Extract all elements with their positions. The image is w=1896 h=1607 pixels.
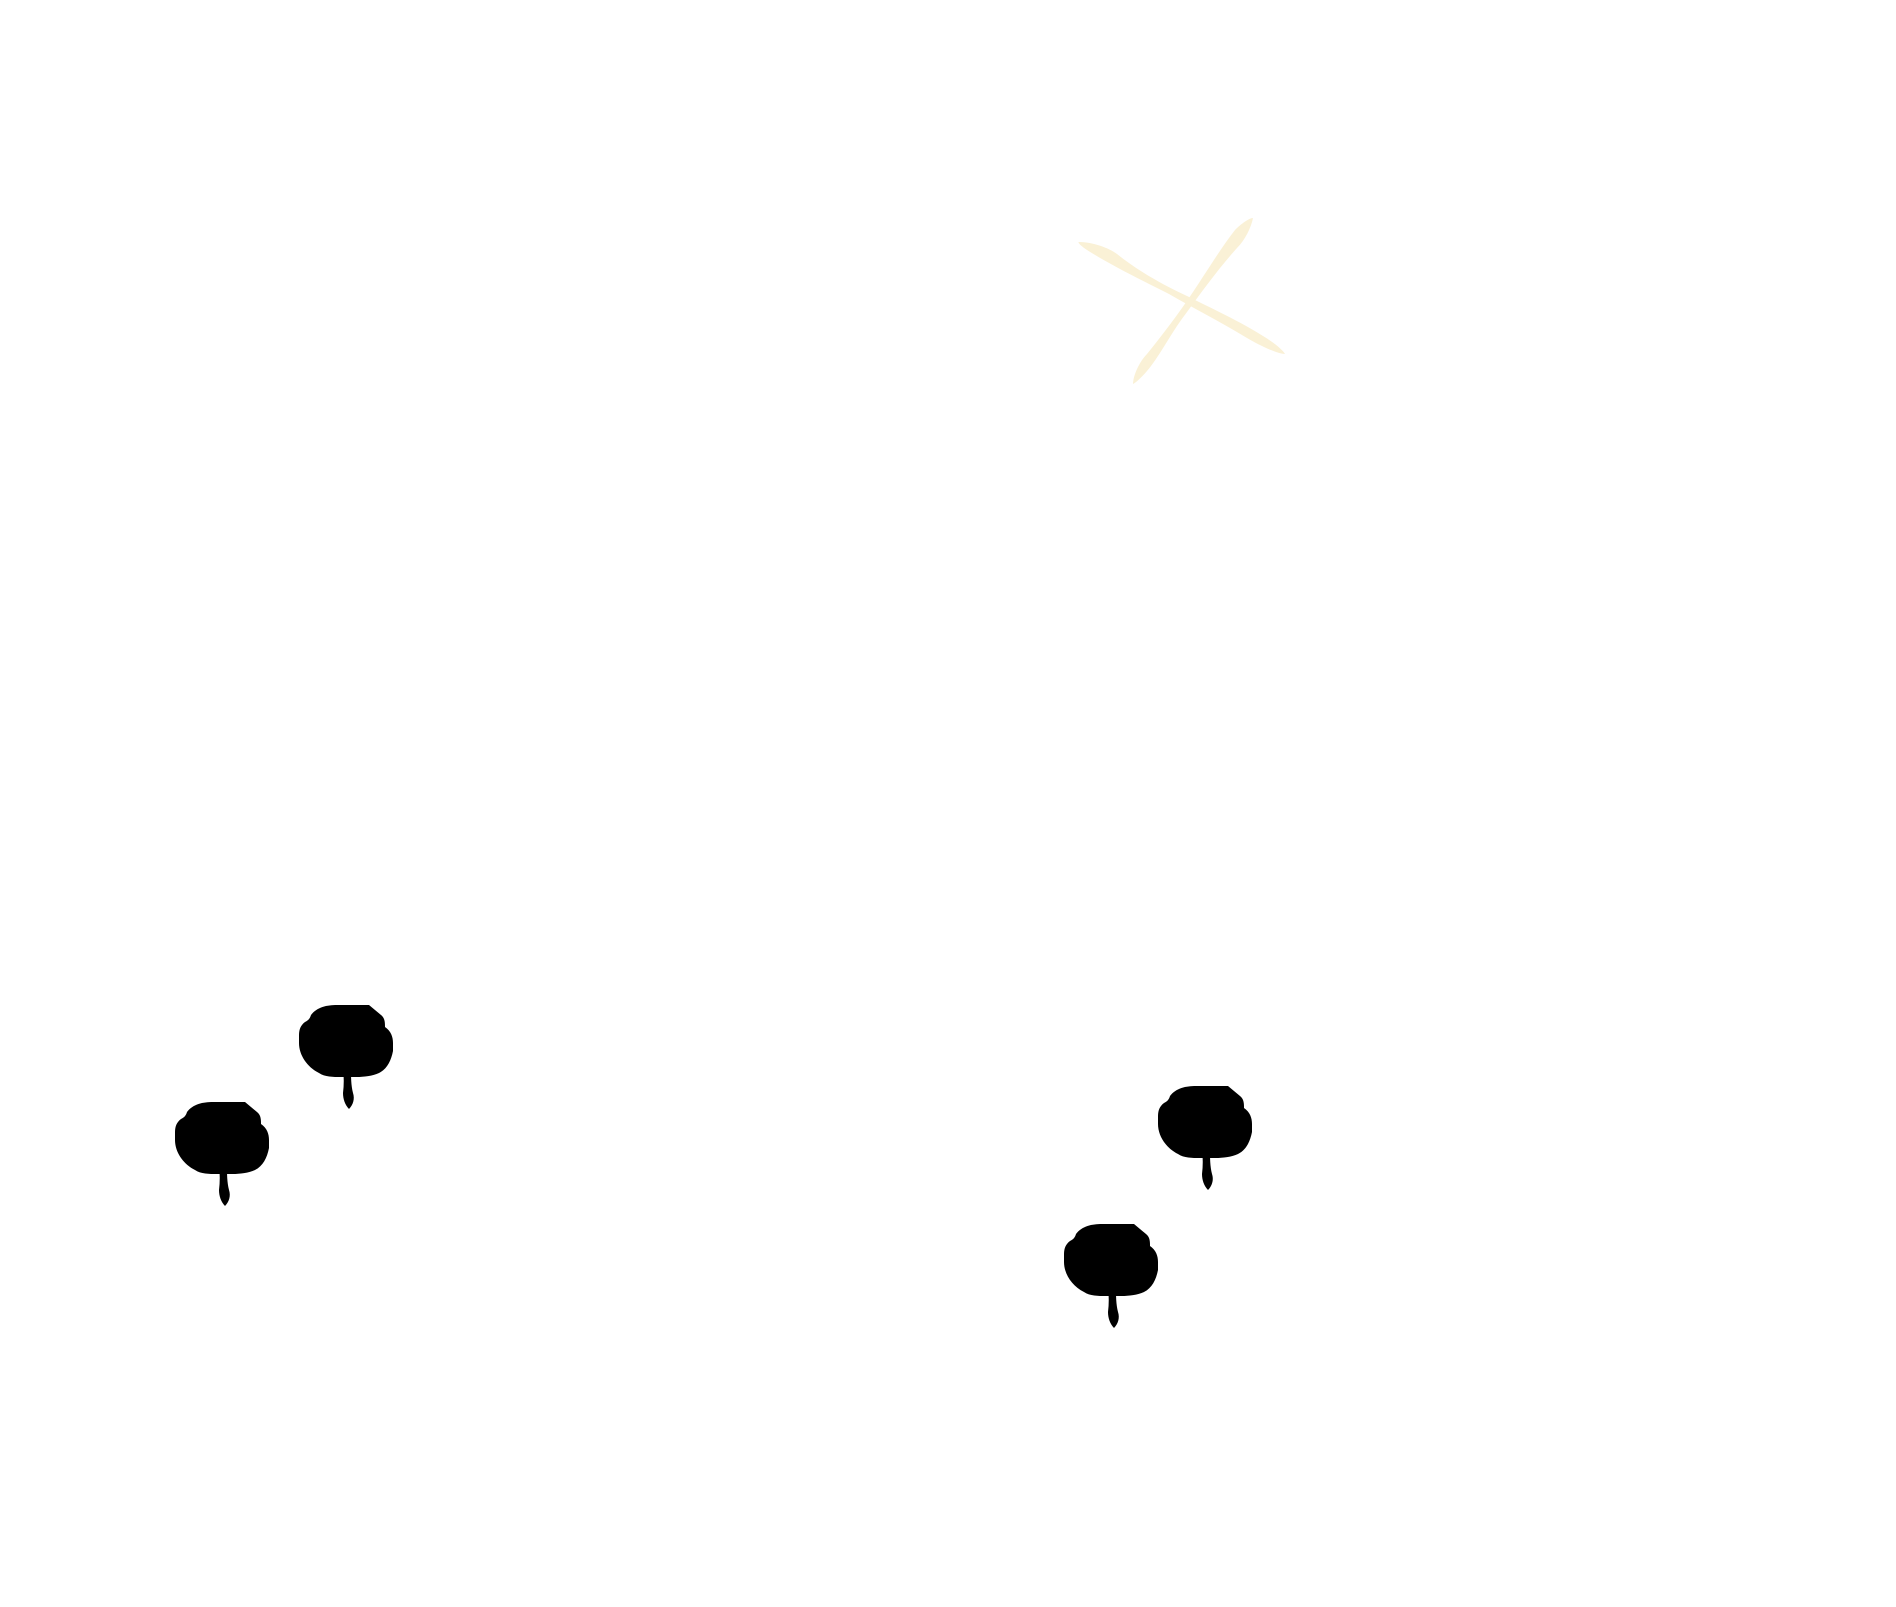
tree-icon bbox=[1158, 1086, 1252, 1190]
tree-icon bbox=[299, 1005, 393, 1109]
tree-icon bbox=[1064, 1224, 1158, 1328]
tree-icon bbox=[175, 1102, 269, 1206]
x-mark-icon bbox=[1078, 218, 1285, 384]
